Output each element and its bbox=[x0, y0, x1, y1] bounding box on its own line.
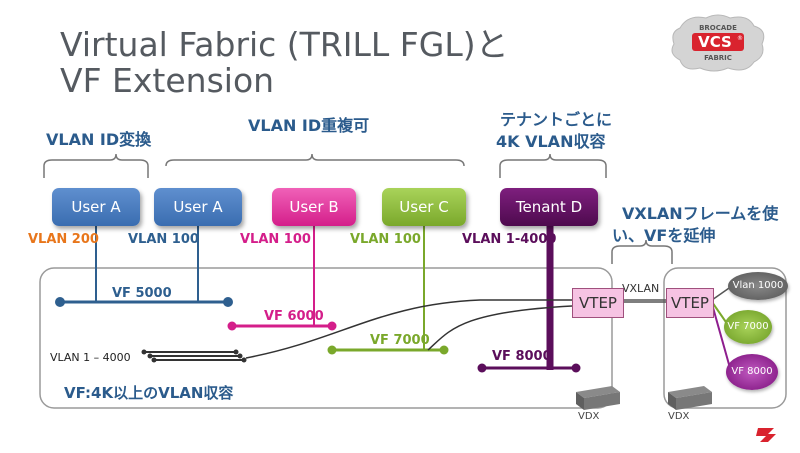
remote-vlan-oval: Vlan 1000 bbox=[728, 272, 788, 300]
logo-product: VCS bbox=[698, 33, 732, 51]
brace-overlap bbox=[165, 153, 465, 167]
header-vxlan-line1: VXLANフレームを使 bbox=[622, 204, 779, 223]
vf-7000-label: VF 7000 bbox=[370, 333, 430, 348]
remote-vf-7000-oval: VF 7000 bbox=[724, 310, 772, 344]
vlan-label-b: VLAN 100 bbox=[240, 232, 311, 247]
fabric-box-left bbox=[39, 267, 613, 409]
vxlan-label: VXLAN bbox=[622, 282, 660, 295]
user-a-box-1: User A bbox=[52, 188, 140, 226]
vlan-label-c: VLAN 100 bbox=[350, 232, 421, 247]
header-tenant-line1: テナントごとに bbox=[500, 110, 613, 129]
vlan-label-a1: VLAN 200 bbox=[28, 232, 99, 247]
fabric-box-right bbox=[663, 267, 787, 409]
brace-tenant bbox=[499, 153, 607, 178]
user-c-box: User C bbox=[382, 188, 466, 226]
vtep-left: VTEP bbox=[572, 288, 624, 318]
user-a-box-2: User A bbox=[154, 188, 242, 226]
vdx-switch-right bbox=[668, 386, 712, 410]
brace-vxlan bbox=[611, 239, 673, 264]
vf-5000-label: VF 5000 bbox=[112, 286, 172, 301]
vtep-right: VTEP bbox=[666, 288, 714, 318]
header-vxlan-line2: い、VFを延伸 bbox=[612, 226, 716, 245]
vlan-label-a2: VLAN 100 bbox=[128, 232, 199, 247]
remote-vf-8000-oval: VF 8000 bbox=[726, 354, 778, 390]
header-tenant-line2: 4K VLAN収容 bbox=[496, 132, 606, 151]
header-vlan-translate: VLAN ID変換 bbox=[46, 130, 152, 149]
logo-sub: FABRIC bbox=[704, 54, 732, 62]
slide-title-line1: Virtual Fabric (TRILL FGL)と bbox=[60, 25, 509, 64]
fabric-caption: VF:4K以上のVLAN収容 bbox=[64, 384, 234, 402]
header-vlan-overlap: VLAN ID重複可 bbox=[248, 116, 370, 135]
user-b-box: User B bbox=[272, 188, 356, 226]
brace-translate bbox=[43, 153, 149, 178]
slide-title-line2: VF Extension bbox=[60, 61, 275, 100]
brocade-corner-icon bbox=[756, 428, 776, 442]
vdx-label-right: VDX bbox=[668, 411, 690, 422]
vf-8000-label: VF 8000 bbox=[492, 349, 552, 364]
brocade-vcs-logo: BROCADE VCS ® FABRIC bbox=[671, 14, 765, 72]
logo-brand: BROCADE bbox=[699, 24, 737, 32]
logo-reg: ® bbox=[737, 35, 743, 42]
vdx-label-left: VDX bbox=[578, 411, 600, 422]
vf-6000-label: VF 6000 bbox=[264, 309, 324, 324]
vdx-switch-left bbox=[576, 386, 620, 410]
tenant-d-box: Tenant D bbox=[500, 188, 598, 226]
trunk-label: VLAN 1 – 4000 bbox=[50, 351, 131, 364]
vlan-label-d: VLAN 1-4000 bbox=[462, 232, 557, 247]
